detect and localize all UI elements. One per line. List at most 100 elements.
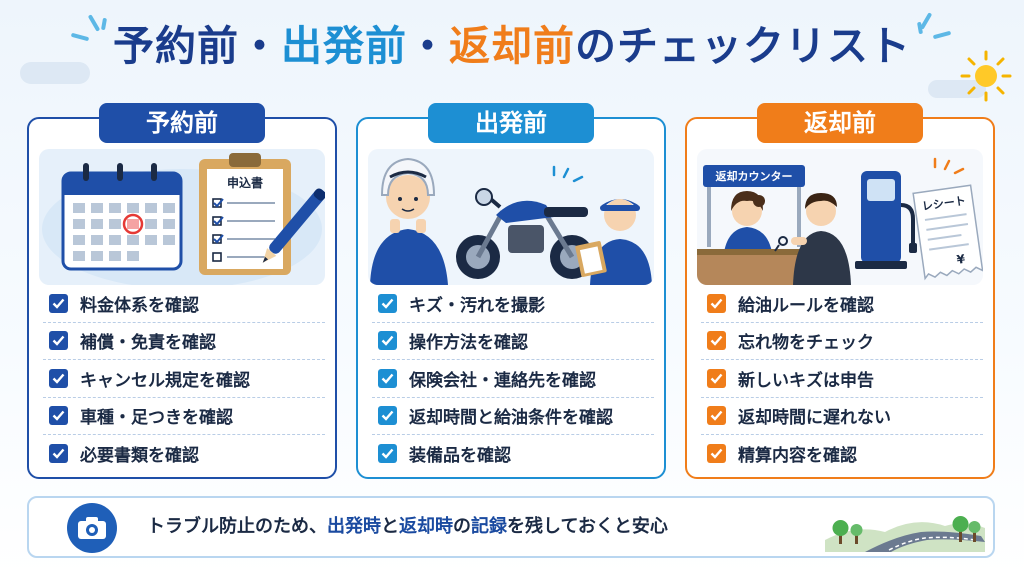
title-part-before-return: 返却前 [449, 22, 575, 70]
footer-highlight-return: 返却時 [399, 516, 453, 537]
yen-symbol: ¥ [956, 252, 967, 267]
calendar-and-form-illustration: 申込書 [42, 153, 325, 285]
key-icon [774, 236, 788, 252]
pen-icon [262, 188, 325, 263]
checkbox-checked-icon[interactable] [707, 293, 726, 313]
footer-highlight-record: 記録 [471, 516, 507, 537]
checklist-item-label: 新しいキズは申告 [738, 370, 874, 391]
counter-desk [697, 253, 809, 285]
checklist-item[interactable]: 返却時間に遅れない [701, 398, 983, 435]
checklist-item-label: 精算内容を確認 [738, 446, 857, 467]
checklist-item[interactable]: 必要書類を確認 [43, 435, 325, 473]
motorcycle-inspection-illustration [370, 157, 652, 285]
checkbox-checked-icon[interactable] [707, 368, 726, 388]
checkbox-checked-icon[interactable] [49, 331, 68, 351]
tree-icon [952, 516, 969, 542]
checklist-item-label: 料金体系を確認 [80, 295, 199, 316]
checklist: 料金体系を確認 補償・免責を確認 キャンセル規定を確認 車種・足つきを確認 必要… [43, 285, 325, 473]
checklist-item[interactable]: 車種・足つきを確認 [43, 398, 325, 435]
staff-with-clipboard [575, 199, 652, 285]
tree-icon [968, 521, 981, 542]
checklist-item[interactable]: 料金体系を確認 [43, 285, 325, 323]
checkbox-checked-icon[interactable] [378, 368, 397, 388]
checkbox-checked-icon[interactable] [49, 368, 68, 388]
footer-text-segment: と [381, 516, 399, 537]
checklist: キズ・汚れを撮影 操作方法を確認 保険会社・連絡先を確認 返却時間と給油条件を確… [372, 285, 654, 473]
checkbox-checked-icon[interactable] [378, 293, 397, 313]
checklist-item-label: キズ・汚れを撮影 [409, 295, 545, 316]
checklist-item[interactable]: キャンセル規定を確認 [43, 360, 325, 398]
footer-highlight-departure: 出発時 [327, 516, 381, 537]
checkbox-checked-icon[interactable] [378, 331, 397, 351]
checklist-item[interactable]: 保険会社・連絡先を確認 [372, 360, 654, 398]
checklist-item-label: 装備品を確認 [409, 446, 511, 467]
checklist-item[interactable]: 給油ルールを確認 [701, 285, 983, 323]
tree-icon [832, 520, 849, 544]
cloud-decoration-left [20, 62, 90, 84]
panel-tab-label: 出発前 [428, 103, 594, 143]
return-counter-illustration: 返却カウンター [697, 157, 983, 285]
motorcycle-icon [456, 188, 594, 279]
illustration-motorcycle-inspection [368, 149, 654, 285]
checklist-item-label: 操作方法を確認 [409, 333, 528, 354]
checklist-item[interactable]: キズ・汚れを撮影 [372, 285, 654, 323]
panel-tab-label: 予約前 [99, 103, 265, 143]
checkbox-checked-icon[interactable] [378, 444, 397, 464]
cloud-decoration-right [928, 80, 986, 98]
checklist-item-label: 補償・免責を確認 [80, 333, 216, 354]
receipt-icon: レシート ¥ [912, 184, 983, 281]
sparkle-icon [933, 157, 965, 175]
checklist-item[interactable]: 装備品を確認 [372, 435, 654, 473]
checklist-item[interactable]: 返却時間と給油条件を確認 [372, 398, 654, 435]
panel-before-return: 返却前 返却カウンター [685, 103, 995, 479]
checkbox-checked-icon[interactable] [49, 293, 68, 313]
checklist-item[interactable]: 新しいキズは申告 [701, 360, 983, 398]
checklist-item[interactable]: 精算内容を確認 [701, 435, 983, 473]
camera-icon [67, 503, 117, 553]
sparkle-icon [552, 165, 584, 183]
checklist-item-label: 返却時間と給油条件を確認 [409, 408, 613, 429]
panel-tab-label: 返却前 [757, 103, 923, 143]
counter-sign-text: 返却カウンター [716, 169, 793, 183]
checklist-item-label: キャンセル規定を確認 [80, 370, 250, 391]
checkbox-checked-icon[interactable] [49, 444, 68, 464]
clipboard-title: 申込書 [227, 175, 263, 190]
title-part-before-departure: 出発前 [281, 22, 407, 70]
panel-before-departure: 出発前 [356, 103, 666, 479]
sun-icon [960, 50, 1012, 102]
footer-tip-text: トラブル防止のため、出発時と返却時の記録を残しておくと安心 [147, 498, 668, 556]
illustration-return-counter: 返却カウンター [697, 149, 983, 285]
footer-tip-banner: トラブル防止のため、出発時と返却時の記録を残しておくと安心 [27, 496, 995, 558]
checklist-item-label: 給油ルールを確認 [738, 295, 874, 316]
clipboard-icon: 申込書 [199, 153, 291, 275]
checkbox-checked-icon[interactable] [378, 406, 397, 426]
checklist-item-label: 車種・足つきを確認 [80, 408, 233, 429]
page-title: 予約前・出発前・返却前のチェックリスト [0, 14, 1024, 78]
checklist-item-label: 保険会社・連絡先を確認 [409, 370, 596, 391]
checkbox-checked-icon[interactable] [707, 444, 726, 464]
checklist-item[interactable]: 忘れ物をチェック [701, 323, 983, 360]
checklist: 給油ルールを確認 忘れ物をチェック 新しいキズは申告 返却時間に遅れない 精算内… [701, 285, 983, 473]
calendar-icon [61, 163, 183, 271]
footer-text-segment: を残しておくと安心 [507, 516, 668, 537]
title-separator: ・ [239, 22, 281, 70]
footer-text-segment: の [453, 516, 471, 537]
illustration-calendar-application: 申込書 [39, 149, 325, 285]
title-part-before-reservation: 予約前 [113, 22, 239, 70]
tree-icon [850, 524, 863, 544]
checklist-item[interactable]: 操作方法を確認 [372, 323, 654, 360]
checkbox-checked-icon[interactable] [707, 406, 726, 426]
title-part-checklist: のチェックリスト [575, 22, 911, 70]
checklist-item-label: 必要書類を確認 [80, 446, 199, 467]
customer [791, 193, 851, 285]
checklist-item[interactable]: 補償・免責を確認 [43, 323, 325, 360]
rider-with-helmet [370, 157, 448, 285]
road-landscape-illustration [825, 516, 985, 552]
fuel-pump-icon [855, 171, 917, 269]
receipt-title: レシート [921, 194, 966, 213]
checkbox-checked-icon[interactable] [707, 331, 726, 351]
title-separator: ・ [407, 22, 449, 70]
checkbox-checked-icon[interactable] [49, 406, 68, 426]
footer-text-segment: トラブル防止のため、 [147, 516, 327, 537]
checklist-item-label: 忘れ物をチェック [738, 333, 874, 354]
